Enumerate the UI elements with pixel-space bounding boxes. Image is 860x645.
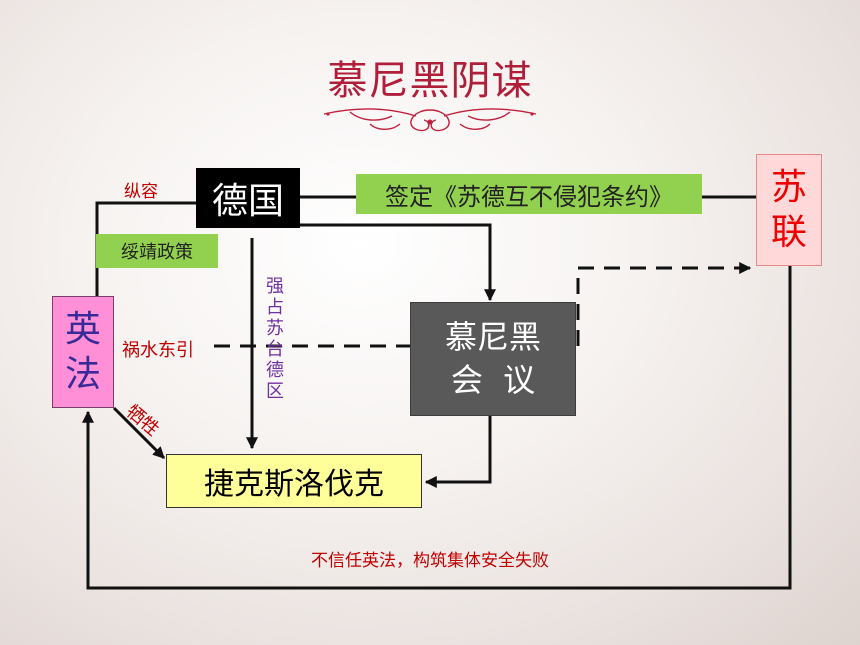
munich-conference-node: 慕尼黑 会 议 bbox=[410, 302, 576, 416]
czechoslovakia-node: 捷克斯洛伐克 bbox=[166, 454, 422, 508]
distrust-arrow bbox=[82, 266, 792, 590]
page-title: 慕尼黑阴谋 bbox=[327, 58, 533, 104]
eastward-dashed-line bbox=[214, 262, 752, 348]
britain-france-node: 英 法 bbox=[52, 296, 114, 408]
czechoslovakia-label: 捷克斯洛伐克 bbox=[204, 467, 384, 502]
munich-label-2: 会 议 bbox=[450, 361, 536, 399]
pact-label: 签定《苏德互不侵犯条约》 bbox=[385, 182, 673, 211]
germany-munich-arrow bbox=[300, 223, 496, 302]
britain-france-label-2: 法 bbox=[64, 354, 101, 395]
munich-label-1: 慕尼黑 bbox=[444, 317, 541, 356]
ussr-node: 苏 联 bbox=[756, 154, 822, 266]
sacrifice-arrow bbox=[112, 406, 166, 460]
appeasement-node: 绥靖政策 bbox=[96, 234, 218, 268]
germany-node: 德国 bbox=[196, 168, 300, 228]
pact-node: 签定《苏德互不侵犯条约》 bbox=[356, 174, 702, 214]
appeasement-label: 绥靖政策 bbox=[121, 242, 193, 263]
seize-label: 强占苏台德区 bbox=[266, 276, 284, 402]
ussr-label-1: 苏 bbox=[770, 167, 807, 208]
indulge-label: 纵容 bbox=[124, 182, 158, 202]
germany-label: 德国 bbox=[211, 181, 284, 222]
ornament-flourish-icon bbox=[323, 108, 537, 132]
distrust-label: 不信任英法，构筑集体安全失败 bbox=[311, 551, 549, 571]
eastward-label: 祸水东引 bbox=[122, 340, 194, 361]
ussr-label-2: 联 bbox=[770, 212, 807, 253]
britain-france-label-1: 英 bbox=[64, 309, 101, 350]
munich-czech-arrow bbox=[424, 416, 492, 488]
